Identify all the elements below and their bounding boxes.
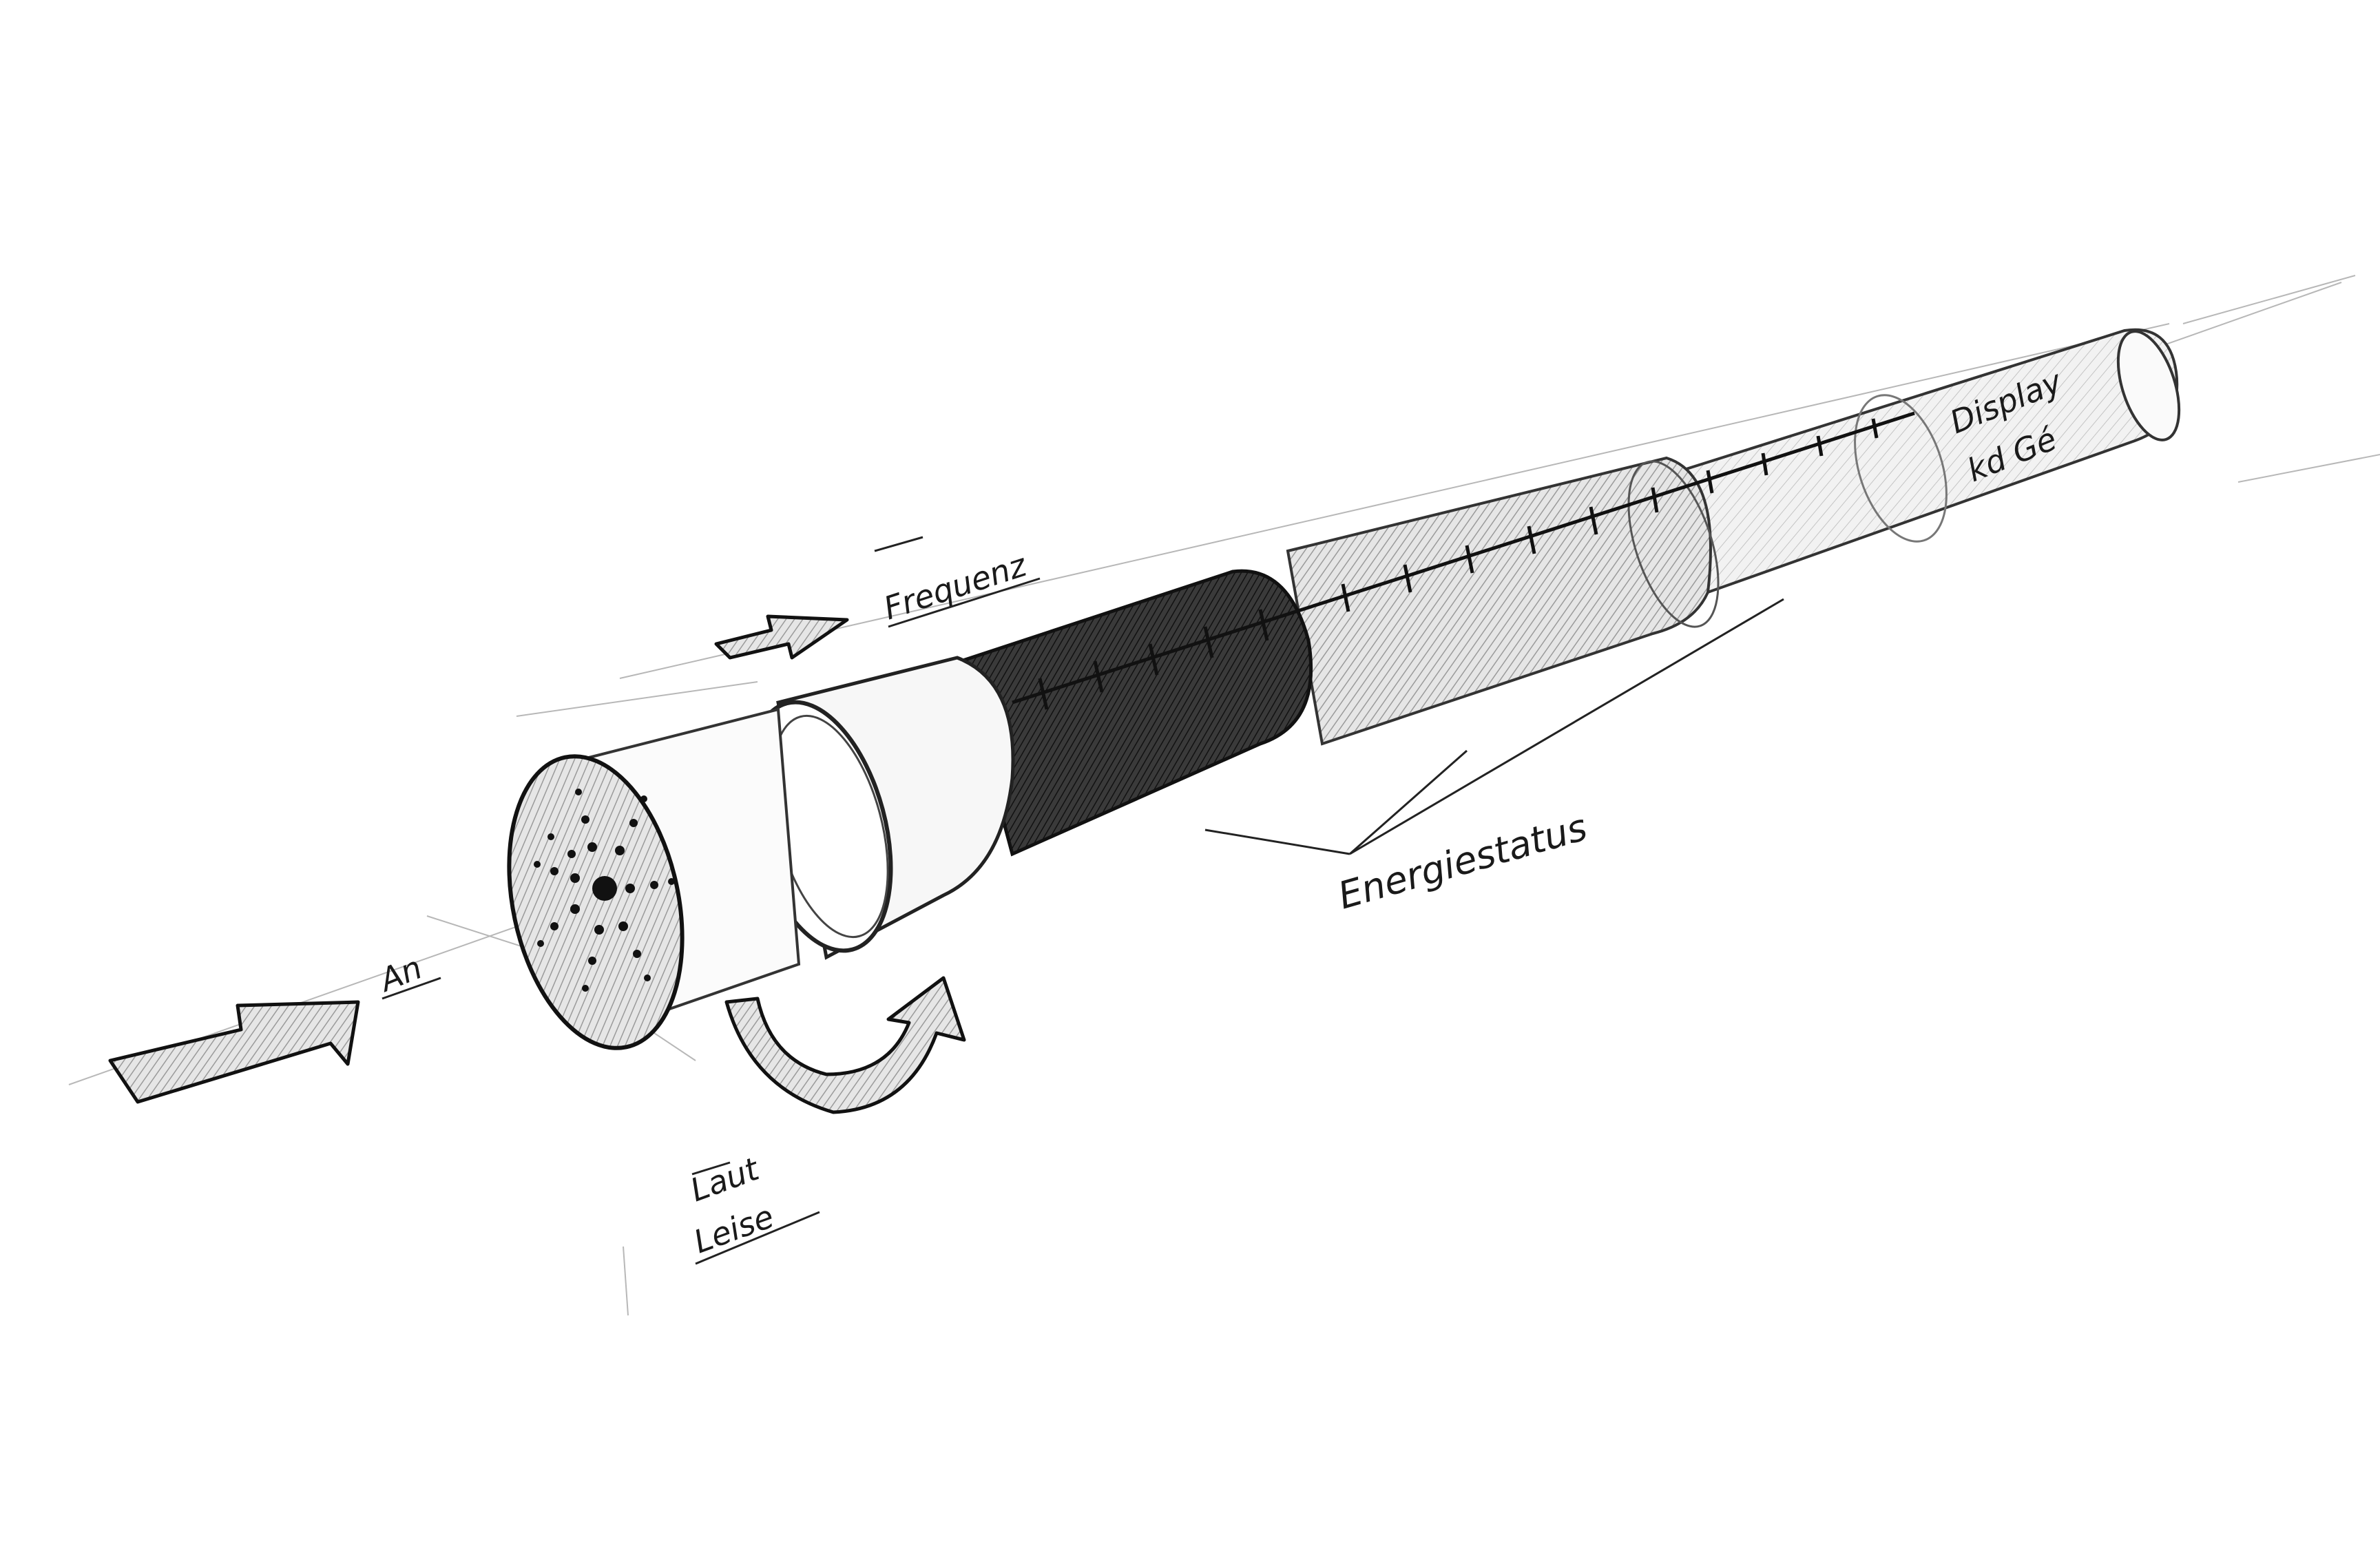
- label-an-underline: [382, 977, 441, 1000]
- label-laut-overline: [691, 1161, 731, 1176]
- frequency-scale: [1012, 411, 1915, 710]
- energy-section: [1286, 456, 1712, 746]
- slide-arrow: [714, 614, 849, 660]
- speaker-grille-icon: [534, 789, 675, 992]
- label-leise-underline: [695, 1211, 820, 1265]
- leader-lines: [874, 536, 1784, 855]
- arrow-right-icon: [108, 1000, 360, 1104]
- label-energiestatus: Energiestatus: [1333, 805, 1591, 917]
- arrow-right-icon: [714, 614, 849, 660]
- tube-end-cap: [2116, 330, 2181, 441]
- label-frequenz-underline: [888, 577, 1041, 628]
- push-arrow: [108, 1000, 360, 1104]
- label-frequenz: Frequenz: [879, 546, 1032, 627]
- label-laut: Laut: [685, 1149, 764, 1209]
- display-tube: [1664, 328, 2179, 594]
- rotate-arrow-icon: [724, 976, 966, 1114]
- rotate-arrow: [724, 976, 966, 1114]
- energy-section-ring: [1627, 460, 1720, 628]
- grip-band: [958, 569, 1313, 857]
- display-lens: [1854, 394, 1948, 543]
- speaker-face: [507, 754, 685, 1050]
- device-body: [507, 328, 2181, 1050]
